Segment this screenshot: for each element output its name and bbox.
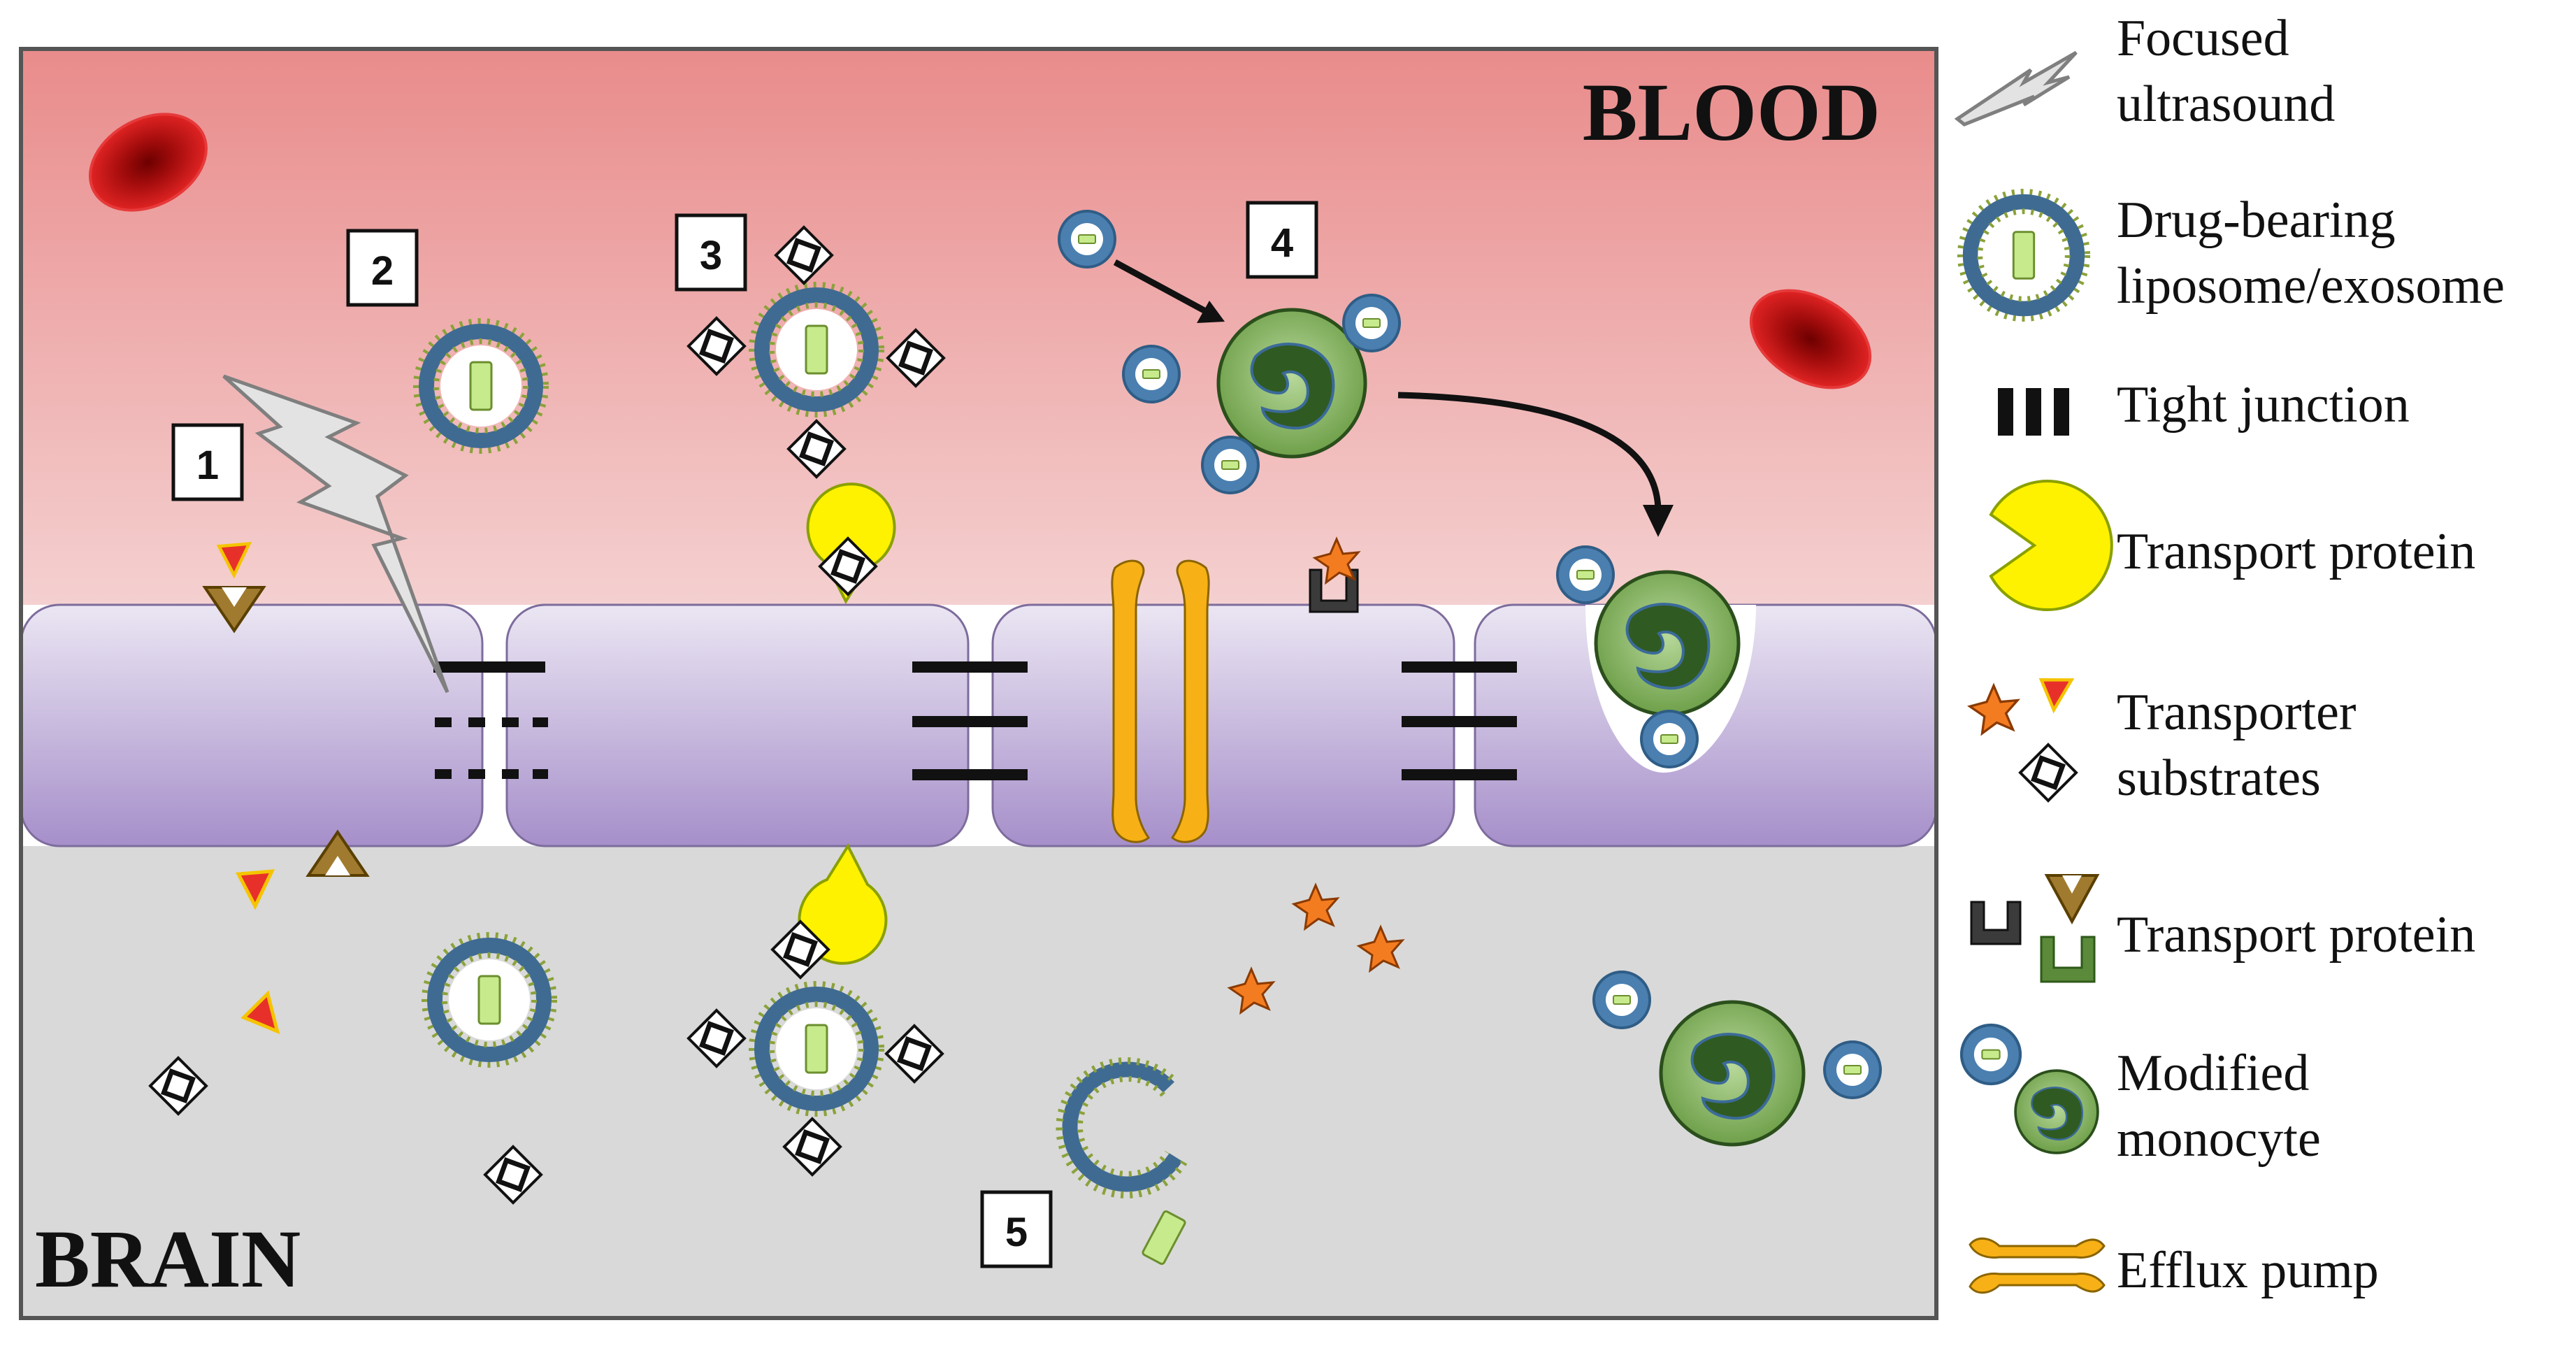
legend-label-efflux-pump: Efflux pump [2117, 1242, 2379, 1299]
substrates-icon [1969, 678, 2076, 801]
svg-text:4: 4 [1271, 220, 1293, 266]
arrowhead [1197, 301, 1225, 323]
liposome-icon [1961, 192, 2087, 318]
modified-monocyte [1216, 308, 1367, 459]
svg-text:5: 5 [1005, 1210, 1028, 1255]
arrowhead [1643, 505, 1674, 537]
lightning-bolt-icon [1954, 50, 2078, 127]
legend-label-liposome: Drug-bearing liposome/exosome [2117, 192, 2505, 315]
broken-liposome [1056, 1057, 1188, 1199]
tight-junction-2 [912, 661, 1028, 780]
tight-junction-disrupted [433, 661, 548, 779]
exosome-icon [1823, 1040, 1882, 1099]
endothelial-cell-1 [20, 603, 484, 847]
exosome-icon [1592, 971, 1651, 1029]
blood-region [21, 49, 1936, 629]
brain-label: BRAIN [35, 1213, 301, 1305]
legend-label-transport-protein: Transport protein [2117, 523, 2476, 580]
arrow [1113, 259, 1211, 316]
blood-label: BLOOD [1583, 66, 1880, 158]
monocyte-icon [1962, 1025, 2099, 1154]
red-blood-cell [89, 113, 208, 212]
brain-region [21, 829, 1936, 1318]
exosome-icon [1201, 436, 1260, 494]
svg-text:3: 3 [700, 233, 722, 278]
transport-protein-pacman [798, 843, 888, 965]
receptor-transporter-icon [1970, 874, 2100, 983]
exosome-icon [1556, 545, 1615, 604]
exosome-icon [1342, 294, 1401, 352]
modified-monocyte [1594, 570, 1741, 717]
endothelial-cell-2 [505, 603, 970, 847]
released-drug [1142, 1210, 1186, 1265]
legend-label-transport-protein-2: Transport protein [2117, 906, 2476, 964]
efflux-pump-icon [1969, 1237, 2106, 1294]
step-number-box: 3 [675, 213, 747, 292]
modified-monocyte [1659, 1000, 1806, 1147]
tight-junction-3 [1402, 661, 1517, 780]
legend-label-monocyte: Modified monocyte [2117, 1045, 2321, 1168]
step-number-box: 1 [171, 423, 244, 501]
pacman-transporter-icon [1989, 480, 2113, 611]
legend-label-ultrasound: Focused ultrasound [2117, 10, 2336, 133]
endothelial-cell-3 [991, 603, 1455, 847]
step-number-box: 2 [346, 229, 419, 307]
arrow [1397, 392, 1662, 515]
step-number-box: 4 [1246, 201, 1318, 279]
legend-label-tight-junction: Tight junction [2117, 376, 2410, 434]
ultrasound-bolt-icon [222, 374, 449, 694]
svg-text:1: 1 [196, 443, 219, 488]
transporter-v-shaped [305, 829, 370, 877]
legend-label-substrates: Transporter substrates [2117, 684, 2356, 807]
panel-border [19, 47, 1938, 1320]
svg-text:2: 2 [371, 248, 394, 294]
exosome-icon [1058, 210, 1116, 269]
exosome-icon [1122, 345, 1181, 403]
red-blood-cell [1749, 289, 1872, 389]
step-number-box: 5 [980, 1190, 1053, 1268]
transporter-v-shaped [202, 586, 266, 633]
tight-junction-icon [1998, 388, 2069, 436]
exosome-icon [1640, 710, 1699, 768]
